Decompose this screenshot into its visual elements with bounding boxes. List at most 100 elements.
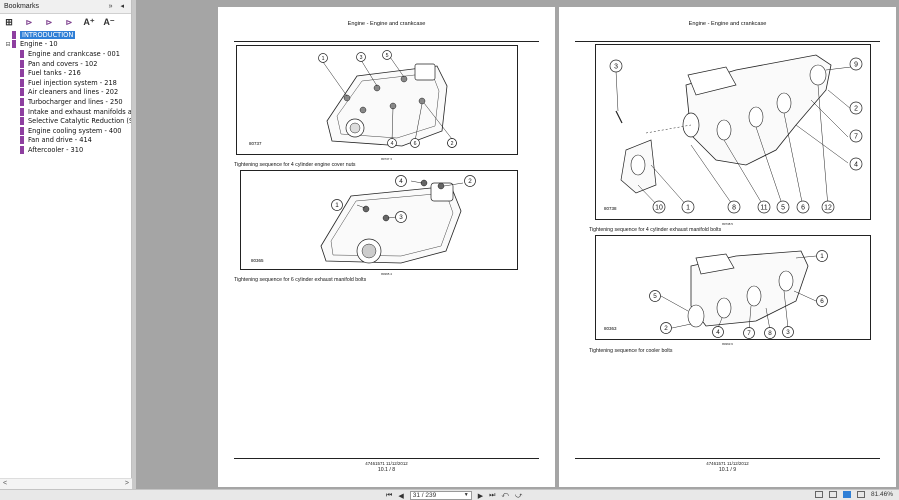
page-header: Engine - Engine and crankcase [688, 21, 767, 27]
status-bar: ⏮ ◀ 31 / 239 ▼ ▶ ⏭ ⤺ ⤻ 81.46% [0, 489, 899, 500]
callout-number: 7 [743, 327, 755, 339]
figure-code: 80737 3 [381, 157, 392, 161]
svg-text:5: 5 [653, 293, 657, 300]
bookmark-label: Engine - 10 [20, 40, 58, 49]
decrease-font-icon[interactable]: A⁻ [103, 16, 115, 27]
scroll-right-icon[interactable]: > [124, 480, 129, 487]
svg-text:6: 6 [414, 141, 417, 147]
bookmark-item[interactable]: Aftercooler - 310 [0, 145, 131, 155]
bookmark-icon [20, 107, 24, 116]
continuous-view-icon[interactable] [828, 491, 837, 498]
document-page-right: Engine - Engine and crankcase [559, 7, 896, 487]
tree-expander-icon[interactable]: ⊟ [5, 40, 11, 48]
svg-text:2: 2 [664, 325, 668, 332]
bookmark-label: Engine cooling system - 400 [28, 126, 122, 135]
bookmark-label: Pan and covers - 102 [28, 59, 98, 68]
cooler-drawing [660, 250, 817, 331]
svg-text:11: 11 [760, 204, 767, 211]
callout-number: 7 [849, 129, 863, 143]
bookmark-item[interactable]: Fuel tanks - 216 [0, 68, 131, 78]
header-rule [234, 41, 539, 42]
svg-text:3: 3 [614, 63, 618, 70]
first-page-button[interactable]: ⏮ [386, 491, 393, 499]
bookmark-item[interactable]: Turbocharger and lines - 250 [0, 97, 131, 107]
callout-number: 6 [796, 200, 810, 214]
new-bookmark-icon[interactable]: ⊳ [45, 17, 53, 27]
bookmark-item[interactable]: Fan and drive - 414 [0, 136, 131, 146]
bookmarks-title: Bookmarks [4, 3, 40, 10]
header-rule [575, 41, 880, 42]
bookmark-icon [20, 145, 24, 154]
figure-id: 80738 [604, 206, 617, 211]
page-number-value: 31 / 239 [412, 492, 437, 499]
forward-view-button[interactable]: ⤻ [514, 491, 523, 499]
svg-text:6: 6 [820, 298, 824, 305]
callout-number: 12 [821, 200, 835, 214]
svg-text:1: 1 [335, 202, 339, 209]
svg-text:8: 8 [768, 330, 772, 337]
prev-page-button[interactable]: ◀ [398, 492, 404, 500]
bookmark-item[interactable]: Fuel injection system - 218 [0, 78, 131, 88]
bookmark-item[interactable]: Engine cooling system - 400 [0, 126, 131, 136]
svg-text:4: 4 [716, 329, 720, 336]
bookmark-item[interactable]: Pan and covers - 102 [0, 59, 131, 69]
bookmark-item[interactable]: Selective Catalytic Reduction (SCR [0, 116, 131, 126]
svg-text:1: 1 [686, 204, 690, 211]
scroll-left-icon[interactable]: < [3, 480, 8, 487]
svg-text:4: 4 [399, 178, 403, 185]
bookmark-icon [20, 88, 24, 97]
svg-text:1: 1 [322, 56, 325, 62]
footer-rule [575, 458, 880, 459]
bookmark-item[interactable]: Engine and crankcase - 001 [0, 49, 131, 59]
chevron-down-icon[interactable]: ▼ [463, 492, 469, 498]
increase-font-icon[interactable]: A⁺ [83, 16, 95, 27]
sidebar-hscrollbar[interactable]: < > [0, 478, 132, 489]
svg-text:12: 12 [824, 204, 832, 211]
svg-text:4: 4 [854, 161, 858, 168]
options-icon[interactable]: ⊞ [5, 16, 13, 27]
figure-id: 80365 [251, 258, 264, 263]
bookmark-item[interactable]: Intake and exhaust manifolds and [0, 107, 131, 117]
bookmark-item[interactable]: Air cleaners and lines - 202 [0, 88, 131, 98]
bookmark-item[interactable]: INTRODUCTION [0, 30, 131, 40]
callout-number: 9 [849, 57, 863, 71]
callout-number: 8 [764, 327, 776, 339]
figure-cover-nuts: 1352462 80737 [236, 45, 518, 155]
callout-number: 5 [382, 50, 392, 60]
bookmark-label: Air cleaners and lines - 202 [28, 88, 119, 97]
figure-callouts: 1352462 [318, 50, 457, 148]
add-bookmark-icon[interactable]: ⊳ [25, 17, 33, 27]
last-page-button[interactable]: ⏭ [489, 491, 496, 499]
figure-code: 80738 5 [722, 222, 733, 226]
svg-text:6: 6 [801, 204, 805, 211]
panel-controls[interactable]: » ◂ [108, 3, 127, 10]
zoom-level[interactable]: 81.46% [870, 491, 893, 498]
bookmark-item[interactable]: ⊟ Engine - 10 [0, 40, 131, 50]
panel-splitter[interactable] [132, 0, 136, 489]
svg-text:5: 5 [386, 53, 389, 59]
back-view-button[interactable]: ⤺ [501, 491, 509, 499]
next-page-button[interactable]: ▶ [477, 492, 484, 500]
bookmark-label: Fan and drive - 414 [28, 136, 92, 145]
svg-text:2: 2 [468, 178, 472, 185]
facing-pages-view-icon[interactable] [842, 491, 851, 498]
svg-text:7: 7 [747, 330, 751, 337]
page-number: 10.1 / 9 [718, 467, 737, 473]
page-number-input[interactable]: 31 / 239 ▼ [409, 491, 472, 500]
bookmark-label: Fuel tanks - 216 [28, 69, 81, 78]
bookmark-label: Aftercooler - 310 [28, 145, 84, 154]
callout-number: 3 [609, 59, 623, 73]
bookmark-label: Selective Catalytic Reduction (SCR [28, 117, 131, 126]
svg-text:3: 3 [786, 329, 790, 336]
callout-number: 11 [757, 200, 771, 214]
callout-number: 4 [395, 175, 407, 187]
bookmark-icon [20, 69, 24, 78]
callout-number: 5 [776, 200, 790, 214]
delete-bookmark-icon[interactable]: ⊳ [65, 17, 73, 27]
svg-text:8: 8 [732, 204, 736, 211]
single-page-view-icon[interactable] [814, 491, 823, 498]
continuous-facing-view-icon[interactable] [856, 491, 865, 498]
